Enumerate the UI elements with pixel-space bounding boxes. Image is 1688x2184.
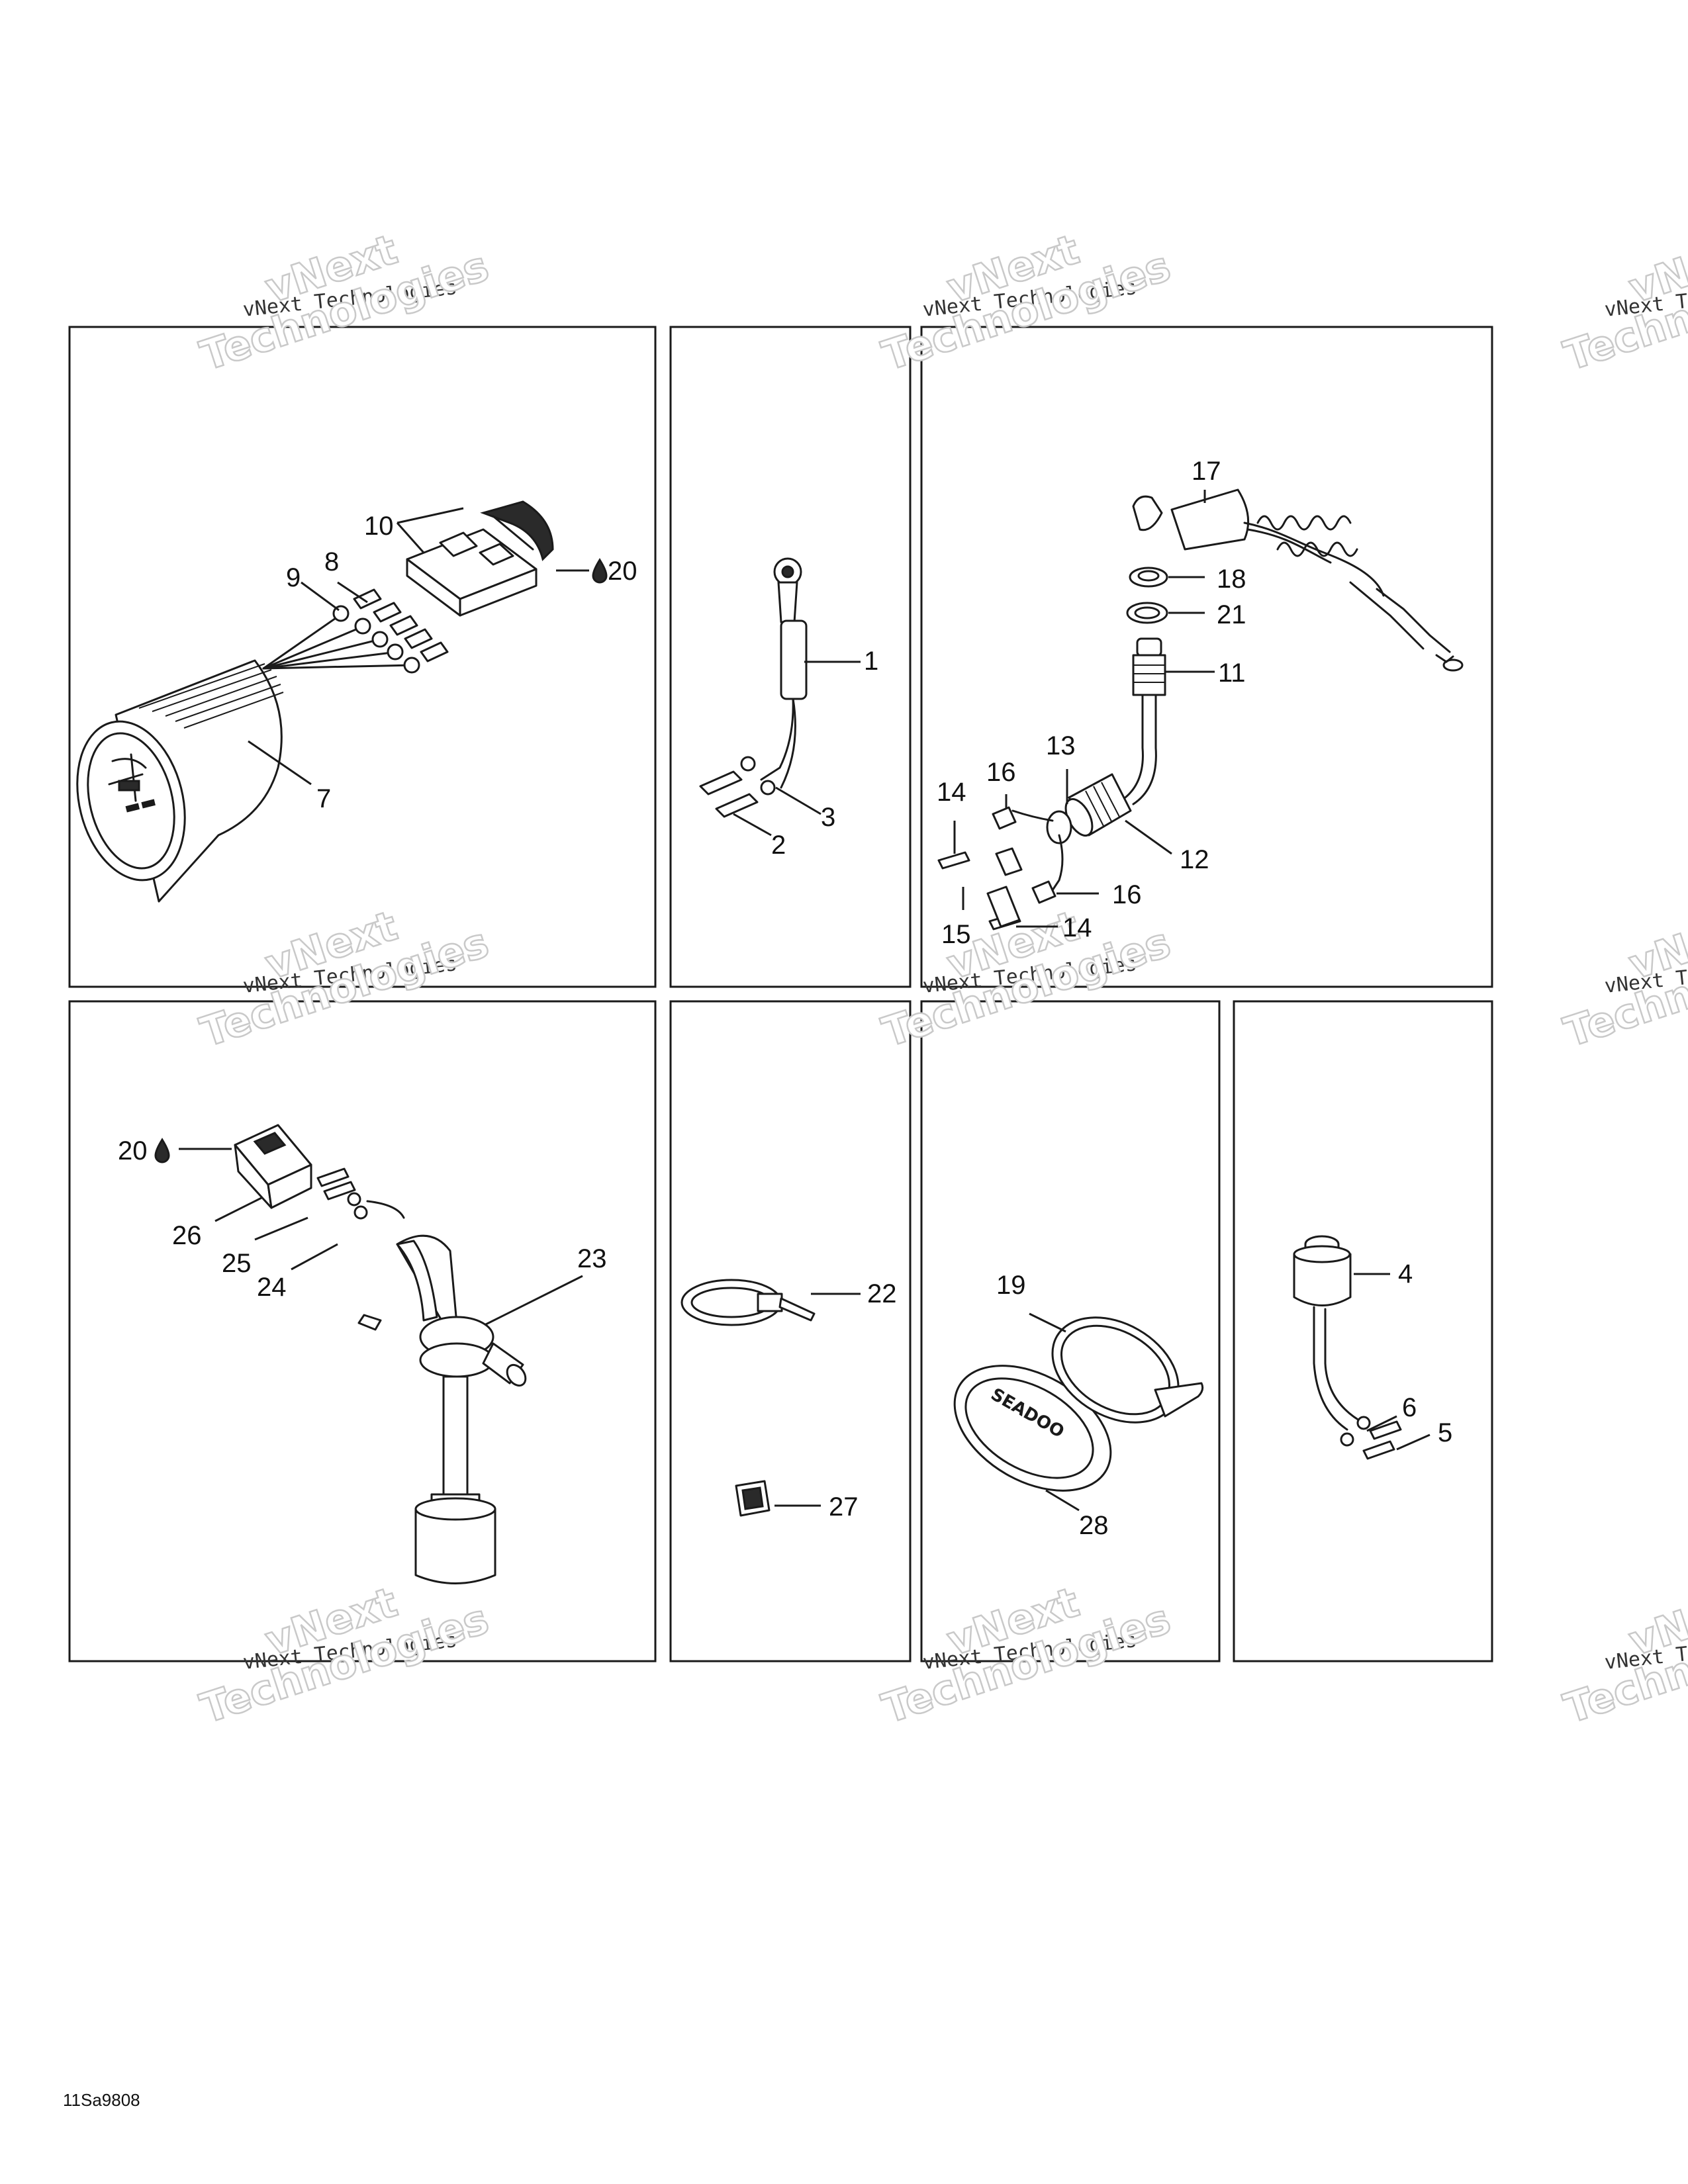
callout-number: 6 [1402,1393,1417,1422]
part-tubes-15 [986,847,1023,928]
callout-number: 2 [771,831,786,860]
figure-code: 11Sa9808 [63,2090,140,2110]
callout-number: 14 [937,778,966,807]
part-visor-19 [1051,1316,1204,1424]
callout-number: 13 [1046,731,1076,760]
callout-number: 20 [608,557,637,586]
part-cap-nut-12 [1064,773,1132,837]
callout-number: 18 [1217,565,1246,594]
part-terminals-5 [1362,1420,1402,1460]
callout-number: 26 [172,1221,202,1250]
part-gauge-wires [262,611,415,670]
part-boots-16 [992,806,1056,904]
part-fuel-gauge: ▬▬ [76,659,284,903]
part-seals-3 [740,756,776,796]
callout-number: 24 [257,1273,287,1302]
part-terminals-25 [316,1167,356,1201]
callout-number: 20 [118,1136,148,1165]
panel-fuel-sender [68,1000,657,1662]
callout-number: 12 [1180,845,1209,874]
part-connector-housing-10 [406,500,554,617]
part-switch-11 [1124,637,1166,805]
part-connector-26 [234,1124,312,1209]
part-switch-wires [1011,809,1064,891]
callout-number: 7 [316,784,331,813]
callout-number: 22 [867,1279,897,1308]
oil-drop-icon [592,558,608,584]
part-wire-terminals-8 [353,588,449,662]
part-clip-27 [735,1480,771,1517]
callout-number: 27 [829,1492,859,1522]
part-tie-wrap-22 [680,1279,816,1326]
part-gauge-cover-28: SEADOO [953,1365,1112,1492]
callout-number: 25 [222,1249,252,1278]
callout-number: 9 [286,563,301,592]
part-lanyard-17 [1132,488,1464,672]
part-fuel-level-sender-23 [357,1200,527,1584]
callout-number: 23 [577,1244,607,1273]
part-seals-6 [1340,1416,1371,1447]
callout-number: 5 [1438,1418,1452,1447]
callout-number: 14 [1062,913,1092,942]
callout-number: 1 [864,647,878,676]
leader-lines [179,490,1430,1512]
part-sensor-4 [1293,1235,1365,1431]
panel-lanyard-switch [920,326,1493,988]
callout-number: 3 [821,803,835,832]
callout-number: 21 [1217,600,1246,629]
callout-number: 15 [941,920,971,949]
callout-number: 19 [996,1271,1026,1300]
callout-number: 8 [324,547,339,576]
callout-number: 17 [1192,457,1221,486]
part-washer-21 [1126,602,1168,624]
callout-number: 28 [1079,1511,1109,1540]
callout-number: 10 [364,512,394,541]
part-terminals-2 [699,770,759,818]
callouts: 10 20 8 9 7 1 3 2 17 18 21 11 13 16 14 1… [118,457,1452,1540]
oil-drop-icon [154,1138,170,1163]
part-nut-18 [1129,567,1168,588]
callout-number: 11 [1218,659,1246,688]
panel-hardware [669,1000,912,1662]
part-grommet-13 [1046,810,1072,844]
part-seals-24 [347,1192,368,1220]
callout-number: 4 [1398,1259,1413,1289]
callout-number: 16 [986,758,1016,787]
panel-sensor [1233,1000,1493,1662]
callout-number: 16 [1112,880,1142,909]
part-sensor-wire-1 [760,557,808,789]
